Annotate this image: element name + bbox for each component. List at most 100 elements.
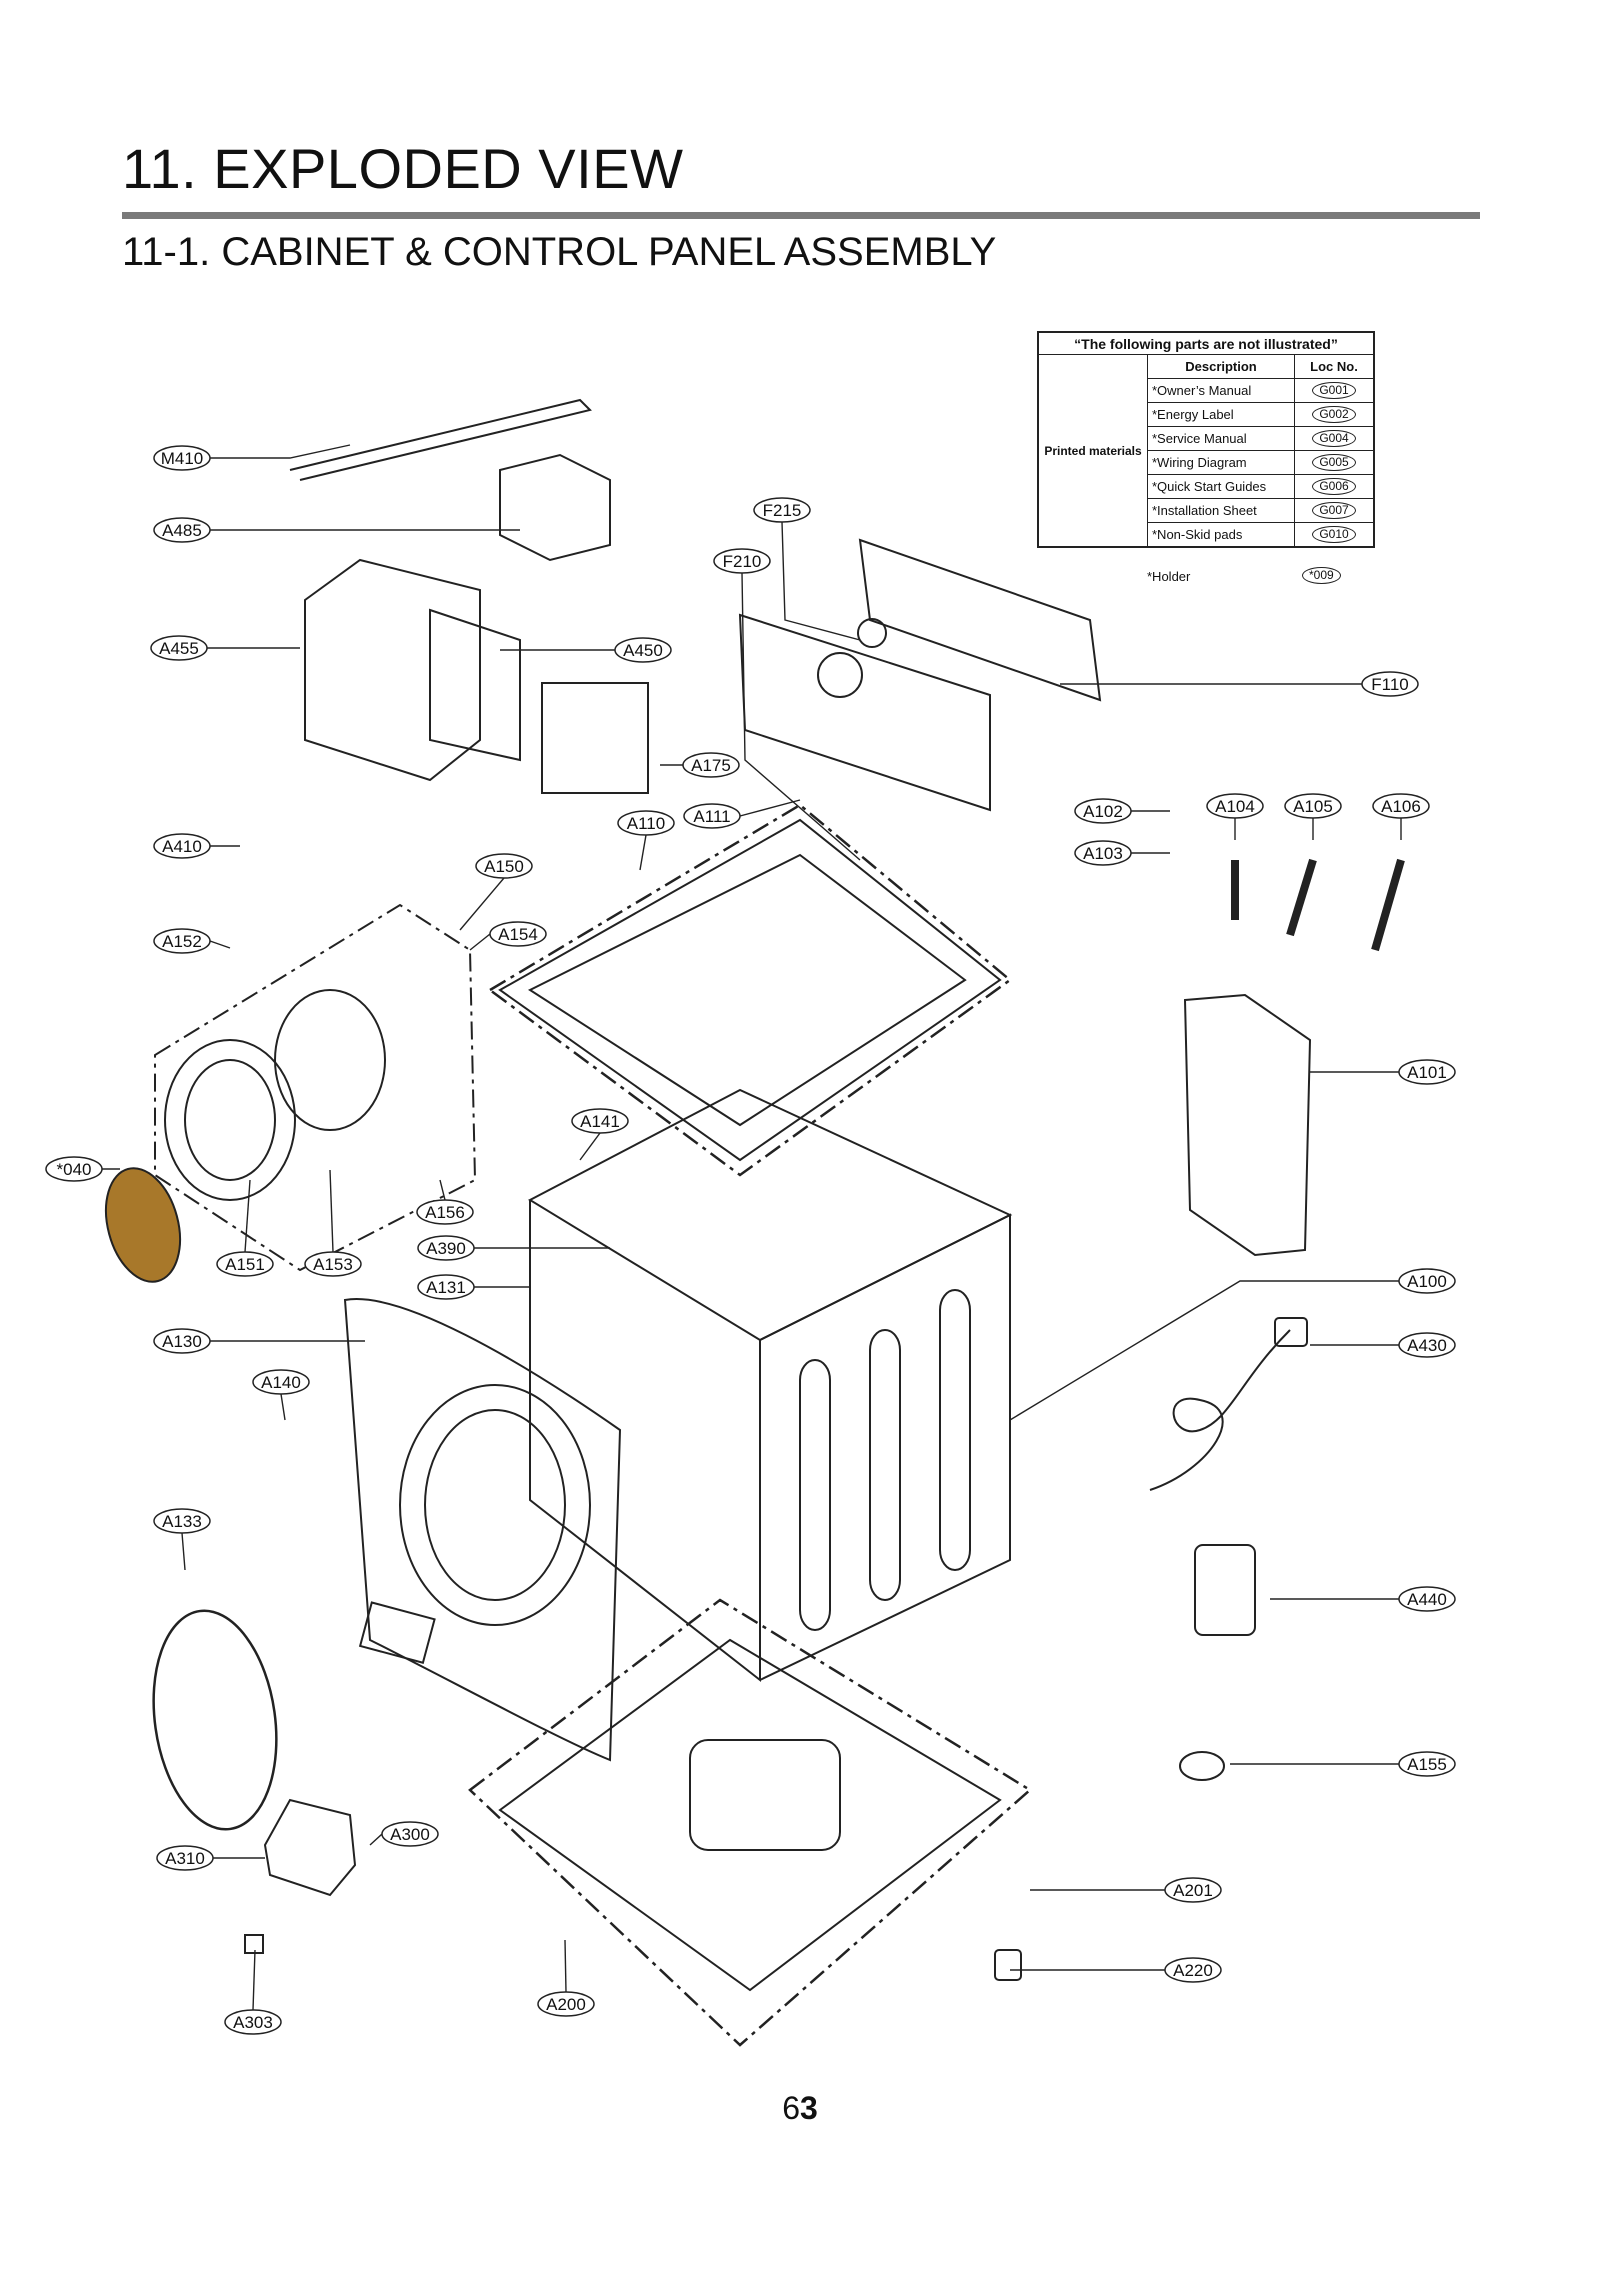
callout-leader bbox=[439, 1179, 446, 1201]
section-title: 11-1. CABINET & CONTROL PANEL ASSEMBLY bbox=[122, 230, 997, 274]
callout-oval bbox=[417, 1274, 475, 1300]
part-loc-cell: G010 bbox=[1295, 523, 1373, 546]
callout-oval bbox=[416, 1199, 474, 1225]
callout-oval bbox=[614, 637, 672, 663]
callout-label: A154 bbox=[498, 925, 538, 944]
callout-oval bbox=[156, 1845, 214, 1871]
callout-oval bbox=[381, 1821, 439, 1847]
door-window-inner bbox=[424, 1409, 566, 1601]
main-pcb-box bbox=[304, 558, 481, 782]
callout-label: A105 bbox=[1293, 797, 1333, 816]
callout: A410 bbox=[153, 833, 211, 859]
callout-label: A455 bbox=[159, 639, 199, 658]
callout-label: A430 bbox=[1407, 1336, 1447, 1355]
front-panel-ring-inner bbox=[184, 1059, 276, 1181]
callout-label: F110 bbox=[1371, 675, 1409, 694]
callout-oval bbox=[417, 1235, 475, 1261]
cabinet-side-rib bbox=[799, 1359, 831, 1631]
parts-table-colhead: Description Loc No. bbox=[1148, 355, 1373, 379]
callout: A175 bbox=[682, 752, 740, 778]
part-loc-cell: G001 bbox=[1295, 379, 1373, 402]
callout: A430 bbox=[1398, 1332, 1456, 1358]
part-loc: G006 bbox=[1312, 478, 1356, 495]
callout-label: A110 bbox=[627, 814, 665, 833]
callout-label: A150 bbox=[484, 857, 524, 876]
leveling-foot bbox=[994, 1949, 1022, 1981]
parts-table-row: *Energy Label G002 bbox=[1148, 403, 1373, 427]
callout-leader bbox=[280, 1393, 286, 1421]
callout-label: A155 bbox=[1407, 1755, 1447, 1774]
callout-leader bbox=[181, 1532, 186, 1571]
callout-label: A151 bbox=[225, 1255, 265, 1274]
callout-label: A133 bbox=[162, 1512, 202, 1531]
callout-label: A111 bbox=[693, 807, 730, 826]
callout: A153 bbox=[304, 1251, 362, 1277]
part-description: *Wiring Diagram bbox=[1148, 451, 1295, 474]
door-panel bbox=[343, 1298, 622, 1762]
top-plate bbox=[498, 818, 1002, 1162]
callout: A102 bbox=[1074, 798, 1132, 824]
control-pcb bbox=[858, 538, 1102, 702]
callout: A220 bbox=[1164, 1957, 1222, 1983]
door-glass bbox=[105, 1167, 181, 1283]
part-loc-cell: G006 bbox=[1295, 475, 1373, 498]
part-loc-cell: G002 bbox=[1295, 403, 1373, 426]
cabinet-side bbox=[759, 1213, 1011, 1681]
callout-oval bbox=[252, 1369, 310, 1395]
callout-label: A200 bbox=[546, 1995, 586, 2014]
callout-label: A153 bbox=[313, 1255, 353, 1274]
callout-label: A141 bbox=[580, 1112, 620, 1131]
part-loc: G002 bbox=[1312, 406, 1356, 423]
callout-leader bbox=[209, 940, 231, 949]
callout-oval bbox=[1074, 798, 1132, 824]
callout: A105 bbox=[1284, 793, 1342, 819]
callout-label: A440 bbox=[1407, 1590, 1447, 1609]
callout-label: A130 bbox=[162, 1332, 202, 1351]
callout-leader bbox=[1009, 1280, 1399, 1421]
callout-oval bbox=[1164, 1957, 1222, 1983]
callout: F210 bbox=[713, 548, 771, 574]
callout: A111 bbox=[683, 803, 741, 829]
top-plate-inner bbox=[527, 853, 967, 1127]
callout: A201 bbox=[1164, 1877, 1222, 1903]
callout: A390 bbox=[417, 1235, 475, 1261]
callout-leader bbox=[369, 1833, 383, 1846]
parts-table-category: Printed materials bbox=[1039, 355, 1148, 546]
callout: A155 bbox=[1398, 1751, 1456, 1777]
part-description: *Installation Sheet bbox=[1148, 499, 1295, 522]
callout: *040 bbox=[45, 1156, 103, 1182]
callout: A455 bbox=[150, 635, 208, 661]
callout-label: M410 bbox=[161, 449, 204, 468]
callout-oval bbox=[1284, 793, 1342, 819]
callout-oval bbox=[153, 928, 211, 954]
callout: A133 bbox=[153, 1508, 211, 1534]
callout-leader bbox=[469, 933, 491, 951]
callout-label: A485 bbox=[162, 521, 202, 540]
door-gasket-ring bbox=[152, 1609, 278, 1831]
callout-oval bbox=[475, 853, 533, 879]
part-loc: G001 bbox=[1312, 382, 1356, 399]
callout-oval bbox=[753, 497, 811, 523]
power-cord bbox=[1149, 1329, 1291, 1491]
callout-label: A131 bbox=[426, 1278, 466, 1297]
main-pcb-cover bbox=[429, 608, 521, 762]
callout-leader bbox=[781, 521, 861, 641]
callout-oval bbox=[1372, 793, 1430, 819]
callout-label: A175 bbox=[691, 756, 731, 775]
shock-absorber bbox=[1371, 858, 1405, 952]
holder-description: *Holder bbox=[1147, 569, 1191, 584]
dispenser-bracket bbox=[499, 453, 611, 562]
callout-oval bbox=[153, 833, 211, 859]
callout-label: A390 bbox=[426, 1239, 466, 1258]
callout: A150 bbox=[475, 853, 533, 879]
part-description: *Service Manual bbox=[1148, 427, 1295, 450]
base-opening bbox=[689, 1739, 841, 1851]
callout-oval bbox=[1398, 1268, 1456, 1294]
part-description: *Energy Label bbox=[1148, 403, 1295, 426]
callout-leader bbox=[210, 444, 351, 459]
cabinet-front bbox=[529, 1200, 761, 1683]
callout: F215 bbox=[753, 497, 811, 523]
